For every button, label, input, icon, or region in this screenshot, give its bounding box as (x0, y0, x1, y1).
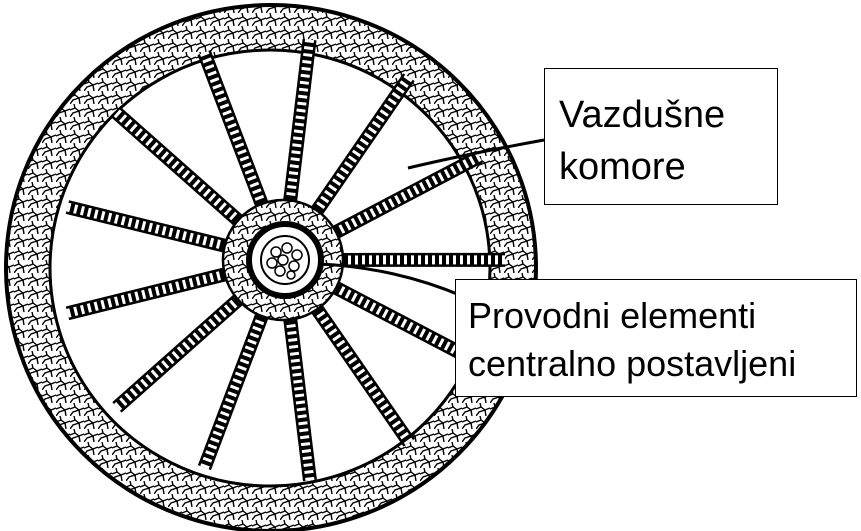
spoke (204, 314, 262, 467)
label-air-chambers: Vazdušne komore (544, 68, 778, 205)
label-air-chambers-line2: komore (559, 141, 777, 193)
spoke (290, 318, 310, 481)
spoke (290, 40, 310, 203)
spoke (316, 308, 409, 443)
label-vascular-elements: Provodni elementi centralno postavljeni (455, 279, 857, 397)
label-vascular-line2: centralno postavljeni (468, 340, 856, 388)
label-air-chambers-line1: Vazdušne (559, 89, 777, 141)
label-vascular-line1: Provodni elementi (468, 292, 856, 340)
spoke (204, 52, 262, 205)
spoke (117, 298, 240, 407)
